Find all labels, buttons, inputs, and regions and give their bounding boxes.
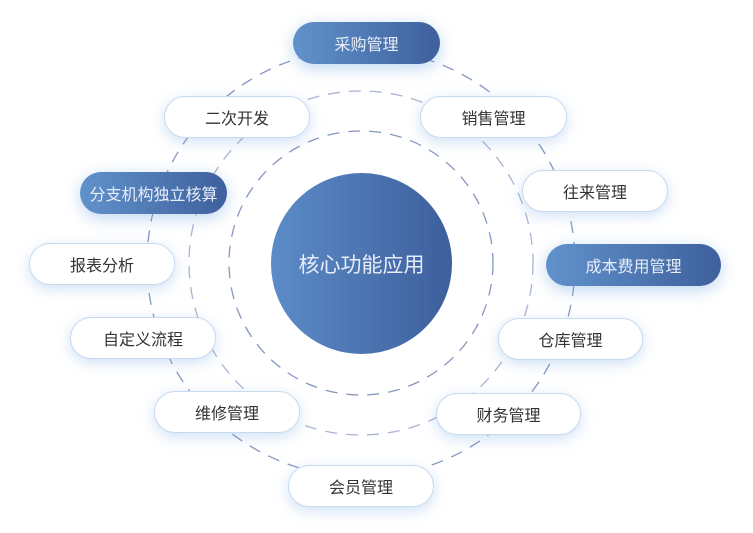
node-reports[interactable]: 报表分析 — [29, 243, 175, 285]
node-branch-accounting[interactable]: 分支机构独立核算 — [80, 172, 227, 214]
node-accounts[interactable]: 往来管理 — [522, 170, 668, 212]
middle-ring — [188, 90, 534, 436]
node-finance[interactable]: 财务管理 — [436, 393, 581, 435]
inner-ring — [228, 130, 494, 396]
node-secondary-dev[interactable]: 二次开发 — [164, 96, 310, 138]
node-custom-workflow[interactable]: 自定义流程 — [70, 317, 216, 359]
core-functions-circle: 核心功能应用 — [271, 173, 452, 354]
node-cost-management[interactable]: 成本费用管理 — [546, 244, 721, 286]
node-sales[interactable]: 销售管理 — [420, 96, 567, 138]
node-maintenance[interactable]: 维修管理 — [154, 391, 300, 433]
node-warehouse[interactable]: 仓库管理 — [498, 318, 643, 360]
node-membership[interactable]: 会员管理 — [288, 465, 434, 507]
node-purchase[interactable]: 采购管理 — [293, 22, 440, 64]
